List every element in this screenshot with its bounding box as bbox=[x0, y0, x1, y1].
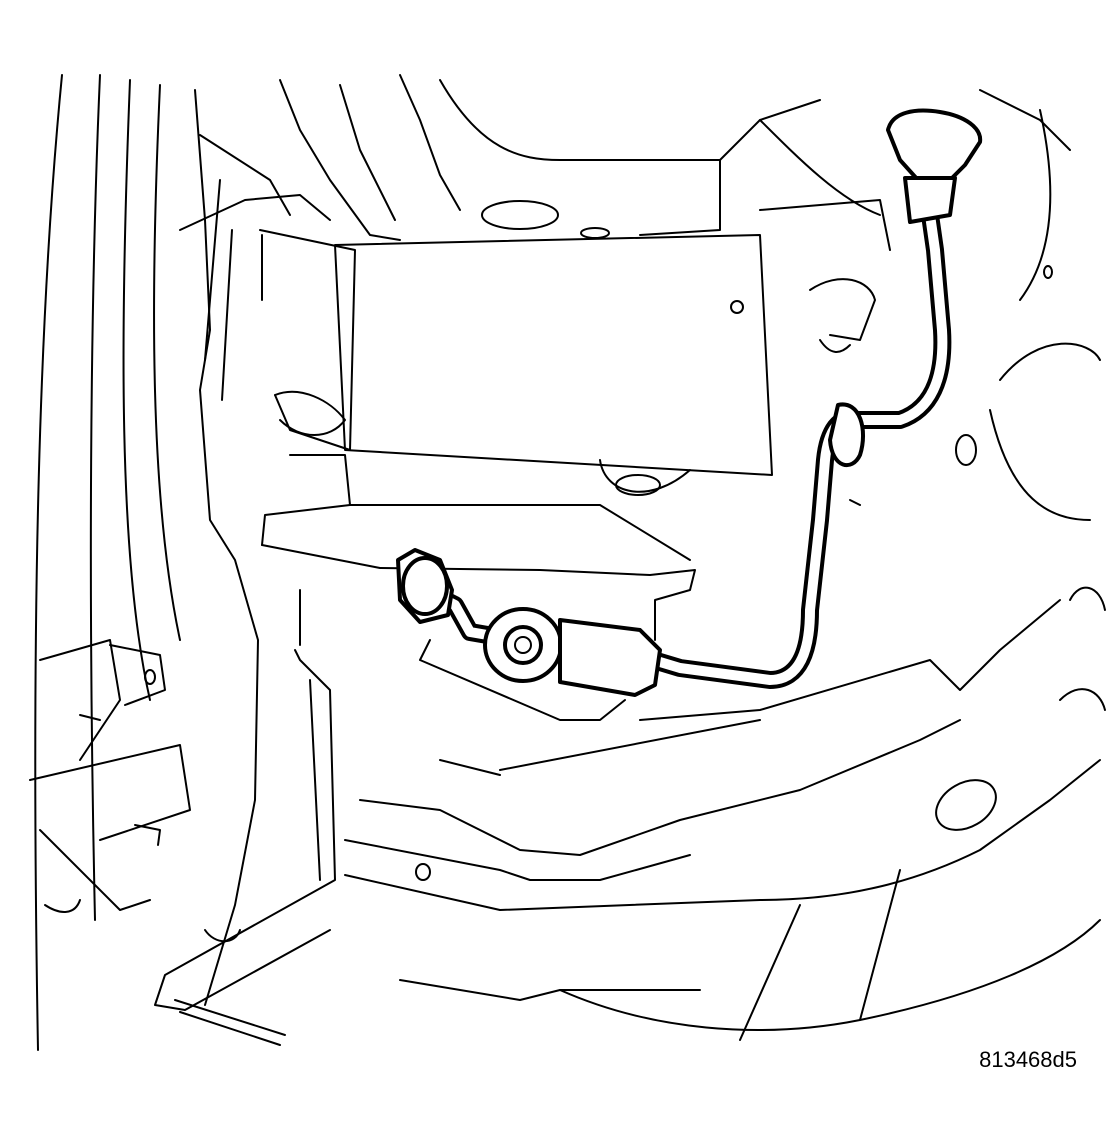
ground-stud-nut bbox=[483, 607, 563, 683]
upper-body-structure bbox=[179, 74, 1071, 301]
harness-grommet bbox=[828, 402, 865, 467]
harness-connector-cap bbox=[396, 548, 454, 624]
floor-and-right-structure bbox=[344, 278, 1106, 1041]
harness-connector-body bbox=[558, 618, 662, 697]
lower-pillar-trim bbox=[154, 649, 336, 1046]
figure-id-label: 813468d5 bbox=[979, 1047, 1077, 1072]
left-pillar-structure bbox=[29, 74, 259, 1051]
harness-end-connector bbox=[886, 108, 983, 224]
module-bracket bbox=[259, 229, 773, 646]
